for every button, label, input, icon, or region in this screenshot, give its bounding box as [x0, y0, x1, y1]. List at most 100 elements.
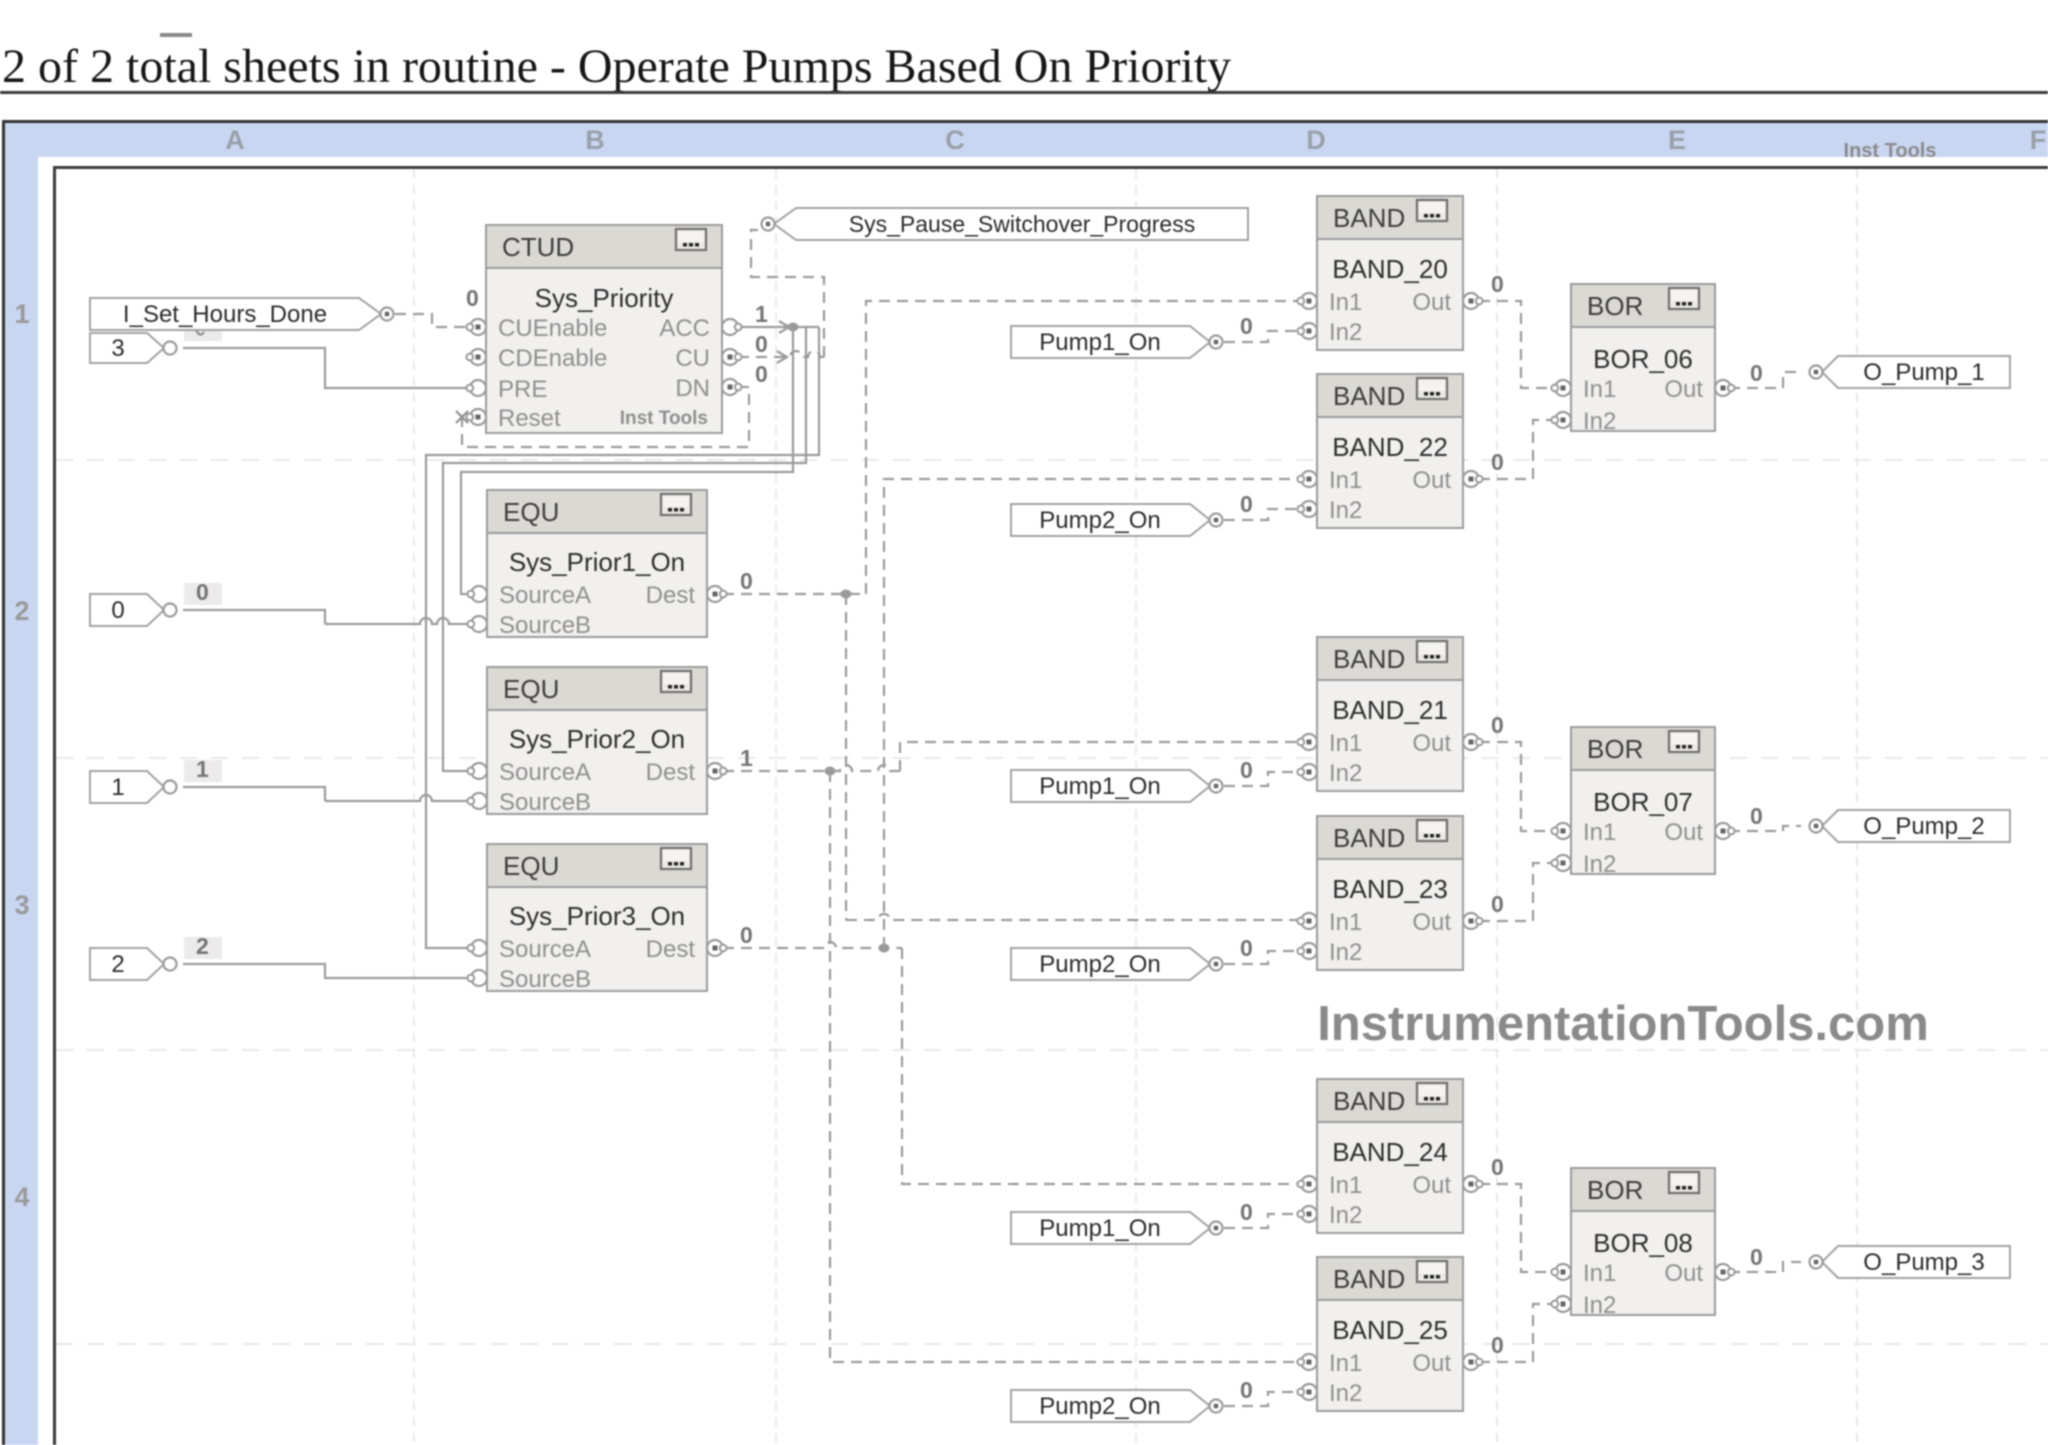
svg-text:0: 0	[755, 331, 768, 357]
svg-text:Out: Out	[1664, 376, 1703, 403]
svg-text:InstrumentationTools.com: InstrumentationTools.com	[1317, 997, 1929, 1051]
svg-text:BAND: BAND	[1333, 381, 1405, 411]
svg-text:SourceA: SourceA	[499, 759, 591, 786]
svg-text:B: B	[585, 125, 605, 155]
svg-text:0: 0	[1750, 360, 1763, 386]
svg-text:C: C	[945, 125, 965, 155]
svg-text:0: 0	[1240, 491, 1253, 517]
svg-text:0: 0	[1491, 271, 1504, 297]
svg-text:E: E	[1668, 125, 1686, 155]
svg-text:0: 0	[1240, 935, 1253, 961]
svg-text:0: 0	[111, 597, 124, 624]
svg-text:0: 0	[196, 579, 209, 605]
svg-text:In2: In2	[1329, 319, 1362, 346]
svg-text:CU: CU	[675, 345, 710, 372]
svg-text:0: 0	[1240, 1199, 1253, 1225]
svg-text:1: 1	[111, 774, 124, 801]
svg-text:In1: In1	[1329, 730, 1362, 757]
svg-text:In1: In1	[1583, 819, 1616, 846]
svg-text:Pump1_On: Pump1_On	[1039, 1215, 1160, 1242]
svg-text:Dest: Dest	[646, 936, 696, 963]
svg-text:Sys_Pause_Switchover_Progress: Sys_Pause_Switchover_Progress	[849, 211, 1195, 237]
svg-text:F: F	[2030, 125, 2047, 155]
svg-text:Out: Out	[1412, 1350, 1451, 1377]
svg-text:Out: Out	[1412, 730, 1451, 757]
svg-text:O_Pump_3: O_Pump_3	[1863, 1249, 1984, 1276]
svg-text:0: 0	[1240, 313, 1253, 339]
svg-text:BOR: BOR	[1587, 1175, 1643, 1205]
svg-text:BAND: BAND	[1333, 823, 1405, 853]
svg-text:BAND_22: BAND_22	[1332, 432, 1448, 462]
svg-text:Pump2_On: Pump2_On	[1039, 507, 1160, 534]
svg-text:BAND_23: BAND_23	[1332, 874, 1448, 904]
svg-text:I_Set_Hours_Done: I_Set_Hours_Done	[123, 301, 327, 328]
svg-text:In2: In2	[1329, 1380, 1362, 1407]
svg-text:Sys_Prior3_On: Sys_Prior3_On	[509, 901, 685, 931]
svg-text:In2: In2	[1329, 760, 1362, 787]
svg-text:In1: In1	[1583, 376, 1616, 403]
svg-text:EQU: EQU	[503, 497, 559, 527]
svg-text:2: 2	[111, 951, 124, 978]
svg-text:2 of 2 total sheets in routine: 2 of 2 total sheets in routine - Operate…	[2, 40, 1231, 93]
svg-text:0: 0	[755, 361, 768, 387]
svg-text:In2: In2	[1329, 497, 1362, 524]
svg-text:CDEnable: CDEnable	[498, 345, 607, 372]
svg-text:Pump1_On: Pump1_On	[1039, 773, 1160, 800]
svg-text:BOR_08: BOR_08	[1593, 1228, 1693, 1258]
svg-text:Dest: Dest	[646, 759, 696, 786]
svg-text:In1: In1	[1329, 909, 1362, 936]
svg-text:DN: DN	[675, 375, 710, 402]
svg-text:0: 0	[1240, 1377, 1253, 1403]
svg-text:0: 0	[1491, 1154, 1504, 1180]
svg-text:PRE: PRE	[498, 376, 547, 403]
svg-text:BAND_21: BAND_21	[1332, 695, 1448, 725]
svg-text:Inst Tools: Inst Tools	[1844, 140, 1937, 162]
svg-text:D: D	[1306, 125, 1326, 155]
svg-text:In1: In1	[1583, 1260, 1616, 1287]
svg-text:4: 4	[14, 1182, 29, 1212]
svg-text:BOR_07: BOR_07	[1593, 787, 1693, 817]
svg-text:SourceA: SourceA	[499, 936, 591, 963]
svg-text:Pump2_On: Pump2_On	[1039, 1393, 1160, 1420]
svg-text:Pump1_On: Pump1_On	[1039, 329, 1160, 356]
svg-text:Out: Out	[1664, 819, 1703, 846]
svg-text:BAND: BAND	[1333, 1264, 1405, 1294]
svg-text:0: 0	[740, 922, 753, 948]
svg-text:In2: In2	[1329, 1202, 1362, 1229]
svg-text:O_Pump_2: O_Pump_2	[1863, 813, 1984, 840]
svg-text:SourceA: SourceA	[499, 582, 591, 609]
svg-text:Out: Out	[1412, 909, 1451, 936]
svg-text:SourceB: SourceB	[499, 789, 591, 816]
svg-text:1: 1	[755, 301, 768, 327]
svg-text:In1: In1	[1329, 1172, 1362, 1199]
svg-text:O_Pump_1: O_Pump_1	[1863, 359, 1984, 386]
svg-text:Sys_Prior2_On: Sys_Prior2_On	[509, 724, 685, 754]
svg-text:Out: Out	[1664, 1260, 1703, 1287]
svg-text:SourceB: SourceB	[499, 612, 591, 639]
svg-text:Pump2_On: Pump2_On	[1039, 951, 1160, 978]
svg-text:In1: In1	[1329, 289, 1362, 316]
svg-text:CTUD: CTUD	[502, 232, 574, 262]
svg-text:Dest: Dest	[646, 582, 696, 609]
svg-text:3: 3	[111, 335, 124, 362]
svg-text:BAND: BAND	[1333, 644, 1405, 674]
svg-text:0: 0	[1491, 449, 1504, 475]
svg-text:0: 0	[1240, 757, 1253, 783]
svg-text:In2: In2	[1329, 939, 1362, 966]
svg-text:Inst Tools: Inst Tools	[620, 408, 708, 429]
svg-text:Out: Out	[1412, 467, 1451, 494]
svg-text:0: 0	[1491, 891, 1504, 917]
svg-text:Sys_Priority: Sys_Priority	[535, 283, 674, 313]
svg-text:A: A	[225, 125, 245, 155]
svg-text:0: 0	[1491, 712, 1504, 738]
svg-text:Reset: Reset	[498, 405, 561, 432]
svg-text:BAND_25: BAND_25	[1332, 1315, 1448, 1345]
svg-text:0: 0	[466, 285, 479, 311]
svg-text:0: 0	[1491, 1332, 1504, 1358]
svg-text:1: 1	[740, 745, 753, 771]
svg-text:BAND_24: BAND_24	[1332, 1137, 1448, 1167]
svg-text:3: 3	[14, 890, 29, 920]
svg-text:1: 1	[14, 299, 29, 329]
svg-text:1: 1	[196, 756, 209, 782]
svg-text:BOR_06: BOR_06	[1593, 344, 1693, 374]
